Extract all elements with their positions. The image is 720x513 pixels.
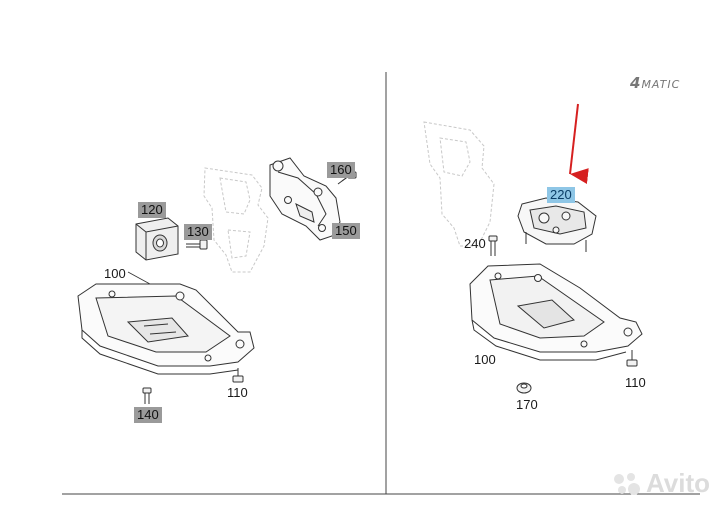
part-120-mount	[135, 217, 179, 261]
label-160: 160	[327, 162, 355, 178]
part-170-nut	[516, 382, 532, 394]
part-110-fastener-right	[626, 350, 638, 367]
label-240: 240	[464, 236, 486, 251]
label-140: 140	[134, 407, 162, 423]
label-130: 130	[184, 224, 212, 240]
part-100-subframe-left	[77, 283, 255, 375]
part-140-bolt	[142, 387, 152, 404]
label-220: 220	[547, 187, 575, 203]
label-120: 120	[138, 202, 166, 218]
label-170: 170	[516, 397, 538, 412]
watermark-dots-icon	[614, 472, 640, 495]
indicator-arrow	[569, 103, 589, 184]
part-150-bracket	[269, 157, 341, 241]
left-leader-lines	[127, 271, 151, 285]
part-130-bolt	[186, 239, 208, 250]
brand-text: MATIC	[641, 78, 681, 91]
brand-logo: 4MATIC	[630, 74, 680, 92]
part-240-bolt	[488, 235, 498, 256]
brand-mark: 4	[630, 74, 642, 92]
label-100-right: 100	[474, 352, 496, 367]
label-110-right: 110	[625, 375, 646, 390]
label-150: 150	[332, 223, 360, 239]
part-220-mount	[517, 197, 597, 252]
part-100-subframe-right	[469, 263, 643, 361]
right-engine-ghost	[423, 121, 495, 247]
watermark-text: Avito	[646, 468, 711, 498]
part-110-fastener-left	[232, 368, 244, 383]
label-100-left: 100	[104, 266, 126, 281]
watermark: Avito	[612, 468, 710, 499]
left-engine-ghost	[203, 167, 269, 273]
label-110-left: 110	[227, 385, 248, 400]
